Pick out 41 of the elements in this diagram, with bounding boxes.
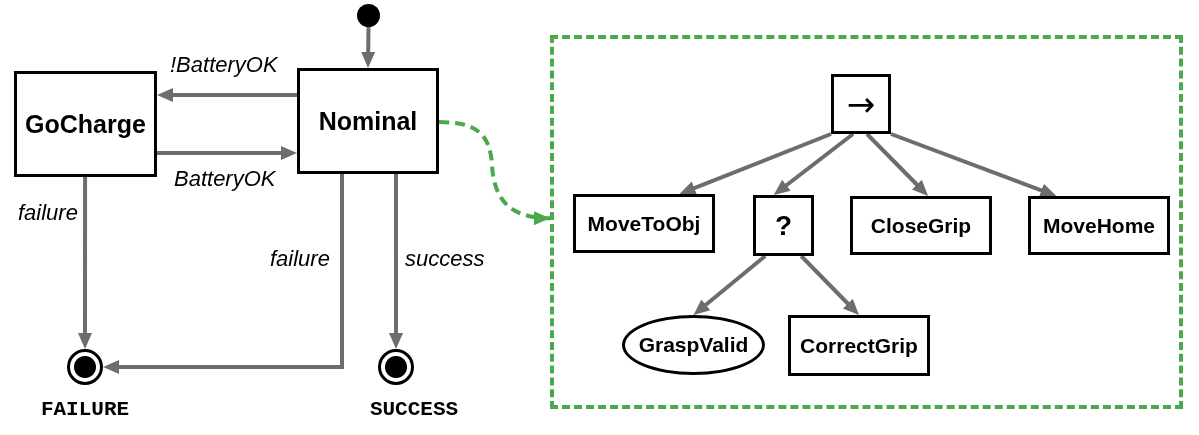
action-box: [573, 194, 715, 253]
edge-label: success: [405, 247, 485, 272]
action-name: MoveToObj: [587, 211, 701, 236]
fallback-node: [753, 195, 814, 256]
edge-label: failure: [270, 247, 330, 272]
state-name: Nominal: [318, 106, 418, 136]
sequence-node: [831, 74, 891, 134]
state-box: [14, 71, 157, 177]
action-name: CorrectGrip: [800, 333, 918, 358]
action-name: CloseGrip: [870, 213, 972, 238]
state-box: [297, 68, 439, 174]
final-state-label: FAILURE: [40, 398, 130, 422]
edge-label: BatteryOK: [174, 167, 276, 192]
condition-name: GraspValid: [638, 333, 749, 357]
transition-arrow: [78, 177, 92, 349]
tree-edge-arrow: [890, 132, 1058, 198]
sequence-symbol: →: [846, 87, 876, 121]
transition-arrow: [361, 26, 376, 69]
tree-edge-arrow: [865, 132, 930, 198]
transition-arrow: [157, 146, 297, 160]
transition-arrow: [389, 174, 403, 349]
action-box: [1028, 196, 1170, 255]
initial-state-dot: [357, 4, 380, 27]
action-name: MoveHome: [1043, 213, 1155, 238]
tree-edge-arrow: [799, 254, 861, 317]
edge-label: !BatteryOK: [170, 53, 278, 78]
transition-arrow: [157, 87, 297, 102]
tree-edge-arrow: [772, 132, 855, 197]
final-state-label: SUCCESS: [369, 398, 459, 422]
final-state-marker: [67, 349, 103, 385]
transition-arrow: [103, 174, 344, 374]
dashed-subtree-frame: [550, 35, 1183, 409]
fallback-symbol: ?: [774, 209, 793, 242]
dashed-link-arrow: [438, 120, 551, 225]
action-box: [788, 315, 930, 376]
final-state-marker: [378, 349, 414, 385]
tree-edge-arrow: [678, 132, 832, 196]
edge-label: failure: [18, 201, 78, 226]
state-name: GoCharge: [25, 109, 146, 139]
action-box: [850, 196, 992, 255]
tree-edge-arrow: [692, 254, 767, 317]
